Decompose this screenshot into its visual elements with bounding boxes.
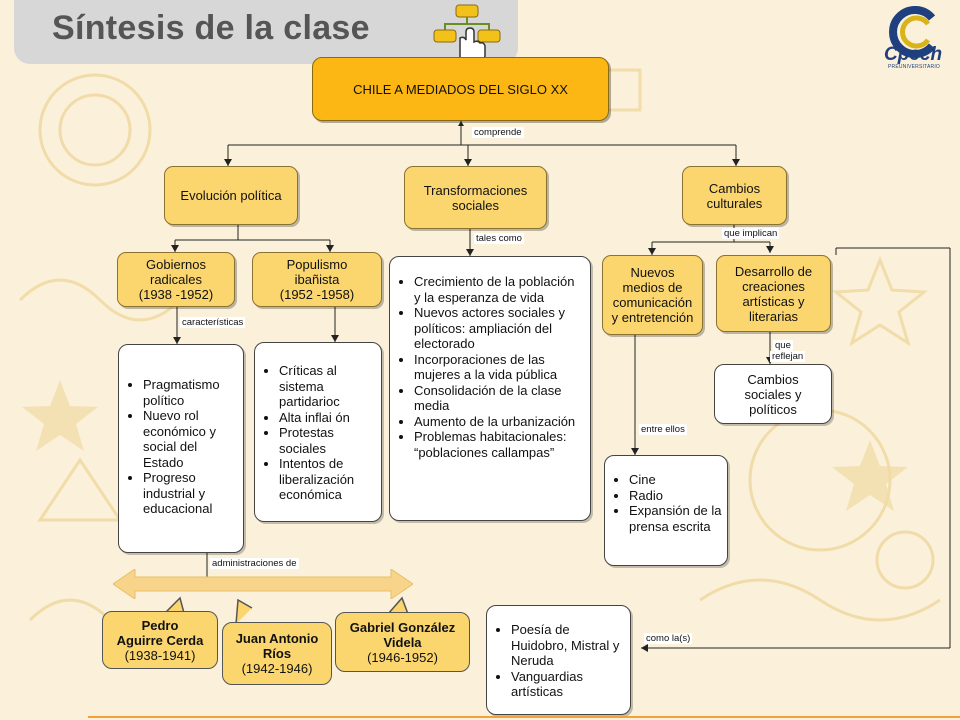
list-item: Pragmatismo político — [143, 377, 239, 408]
nuevos-medios-line-4: y entretención — [611, 310, 694, 325]
list-item: Nuevos actores sociales y políticos: amp… — [414, 305, 584, 352]
transformaciones-sociales-label: Transformaciones sociales — [423, 182, 528, 213]
main-topic-label: CHILE A MEDIADOS DEL SIGLO XX — [353, 81, 568, 97]
president-years: (1942-1946) — [241, 661, 313, 676]
creaciones-list-box: Poesía de Huidobro, Mistral y Neruda Van… — [486, 605, 631, 715]
logo-brand: Cpech — [884, 44, 943, 65]
nuevos-medios-line-3: comunicación — [612, 295, 693, 310]
president-name-line-1: Juan Antonio — [235, 631, 319, 646]
transformaciones-list-box: Crecimiento de la población y la esperan… — [389, 256, 591, 521]
medios-list-box: Cine Radio Expansión de la prensa escrit… — [604, 455, 728, 566]
footer-rule — [88, 716, 960, 718]
cambios-culturales-box: Cambios culturales — [682, 166, 787, 225]
populismo-list: Críticas al sistema partidarioc Alta inf… — [255, 363, 377, 503]
list-item: Cine — [629, 472, 723, 488]
gobiernos-line-3: (1938 -1952) — [138, 287, 214, 302]
cambios-sociales-line-2: sociales y — [744, 386, 802, 402]
president-rios: Juan Antonio Ríos (1942-1946) — [222, 622, 332, 685]
medios-list: Cine Radio Expansión de la prensa escrit… — [605, 472, 723, 534]
list-item: Expansión de la prensa escrita — [629, 503, 723, 534]
president-name-line-2: Ríos — [262, 646, 292, 661]
label-comprende: comprende — [472, 127, 524, 138]
president-name-line-2: Aguirre Cerda — [116, 632, 204, 648]
label-que: que — [773, 340, 793, 351]
gobiernos-radicales-box: Gobiernos radicales (1938 -1952) — [117, 252, 235, 307]
radicales-list: Pragmatismo político Nuevo rol económico… — [119, 377, 239, 517]
label-tales-como: tales como — [474, 233, 524, 244]
desarrollo-line-2: creaciones — [742, 278, 805, 294]
list-item: Alta inflai ón — [279, 410, 377, 426]
main-topic-box: CHILE A MEDIADOS DEL SIGLO XX — [312, 57, 609, 121]
list-item: Vanguardias artísticas — [511, 669, 626, 700]
label-administraciones: administraciones de — [210, 558, 299, 569]
list-item: Progreso industrial y educacional — [143, 470, 239, 517]
president-name-line-1: Pedro — [141, 617, 179, 633]
list-item: Aumento de la urbanización — [414, 414, 584, 430]
list-item: Radio — [629, 488, 723, 504]
page-title: Síntesis de la clase — [52, 9, 370, 47]
president-years: (1946-1952) — [367, 649, 438, 665]
logo-tagline: PREUNIVERSITARIO — [888, 64, 941, 70]
label-entre-ellos: entre ellos — [639, 424, 687, 435]
transformaciones-sociales-box: Transformaciones sociales — [404, 166, 547, 229]
gobiernos-line-2: radicales — [149, 272, 203, 287]
president-gonzalez-videla: Gabriel González Videla (1946-1952) — [335, 612, 470, 672]
president-name-line-1: Gabriel González — [349, 619, 456, 635]
transformaciones-list: Crecimiento de la población y la esperan… — [390, 274, 584, 460]
label-reflejan: reflejan — [770, 351, 806, 362]
cambios-sociales-line-3: políticos — [749, 401, 797, 417]
desarrollo-line-3: artísticas y — [742, 293, 805, 309]
nuevos-medios-line-1: Nuevos — [630, 265, 675, 280]
cambios-sociales-line-1: Cambios — [747, 371, 799, 387]
nuevos-medios-box: Nuevos medios de comunicación y entreten… — [602, 255, 703, 335]
populismo-list-box: Críticas al sistema partidarioc Alta inf… — [254, 342, 382, 522]
list-item: Consolidación de la clase media — [414, 383, 584, 414]
evolucion-politica-box: Evolución política — [164, 166, 298, 225]
list-item: Problemas habitacionales: “poblaciones c… — [414, 429, 584, 460]
administrations-arrow — [113, 569, 413, 599]
list-item: Críticas al sistema partidarioc — [279, 363, 377, 410]
cpech-logo-icon — [889, 6, 936, 58]
gobiernos-line-1: Gobiernos — [146, 257, 206, 272]
populismo-line-2: ibañista — [294, 272, 340, 287]
populismo-line-1: Populismo — [286, 257, 348, 272]
president-years: (1938-1941) — [124, 647, 196, 663]
desarrollo-line-4: literarias — [748, 308, 799, 324]
label-como-las: como la(s) — [644, 633, 693, 644]
evolucion-politica-label: Evolución política — [180, 188, 282, 203]
list-item: Crecimiento de la población y la esperan… — [414, 274, 584, 305]
desarrollo-line-1: Desarrollo de — [734, 263, 813, 279]
president-name-line-2: Videla — [383, 634, 422, 650]
cambios-sociales-box: Cambios sociales y políticos — [714, 364, 832, 424]
desarrollo-creaciones-box: Desarrollo de creaciones artísticas y li… — [716, 255, 831, 332]
president-aguirre-cerda: Pedro Aguirre Cerda (1938-1941) — [102, 611, 218, 669]
list-item: Incorporaciones de las mujeres a la vida… — [414, 352, 584, 383]
cambios-culturales-label: Cambios culturales — [706, 180, 763, 211]
list-item: Poesía de Huidobro, Mistral y Neruda — [511, 622, 626, 669]
list-item: Protestas sociales — [279, 425, 377, 456]
label-que-implican: que implican — [722, 228, 780, 239]
list-item: Intentos de liberalización económica — [279, 456, 377, 503]
radicales-list-box: Pragmatismo político Nuevo rol económico… — [118, 344, 244, 553]
populismo-box: Populismo ibañista (1952 -1958) — [252, 252, 382, 307]
label-caracteristicas: características — [180, 317, 246, 328]
nuevos-medios-line-2: medios de — [622, 280, 683, 295]
creaciones-list: Poesía de Huidobro, Mistral y Neruda Van… — [487, 622, 626, 700]
list-item: Nuevo rol económico y social del Estado — [143, 408, 239, 470]
populismo-line-3: (1952 -1958) — [279, 287, 355, 302]
